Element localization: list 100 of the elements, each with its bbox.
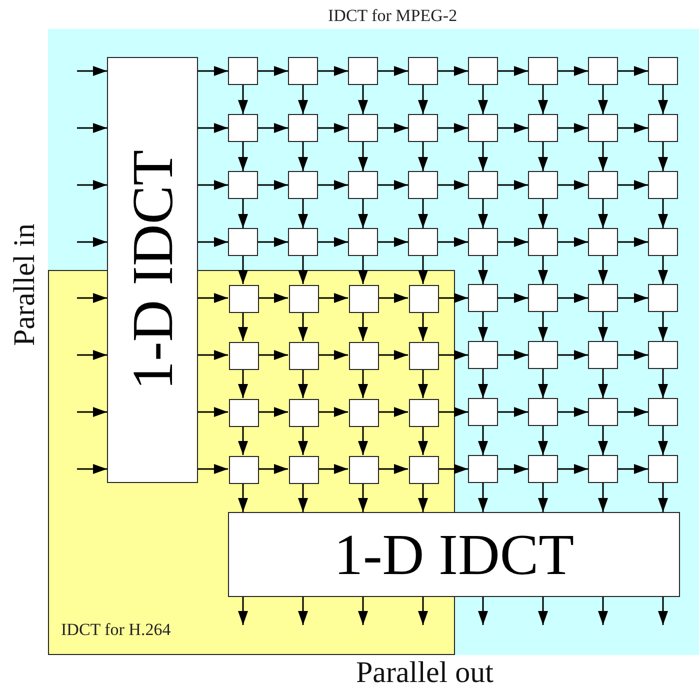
arrow — [378, 237, 408, 247]
processing-element-box — [289, 456, 319, 484]
arrow — [598, 483, 608, 512]
processing-element-box — [409, 285, 439, 313]
arrow — [298, 483, 308, 512]
arrow — [298, 85, 308, 114]
arrow — [378, 180, 408, 190]
arrow — [358, 142, 368, 171]
arrow — [558, 237, 588, 247]
arrow — [598, 142, 608, 171]
arrow — [238, 369, 248, 398]
arrow — [77, 293, 107, 303]
processing-element-box — [648, 341, 678, 369]
arrow — [478, 142, 488, 171]
processing-element-box — [468, 398, 498, 426]
arrow — [238, 597, 248, 625]
processing-element-box — [348, 228, 378, 256]
processing-element-box — [468, 228, 498, 256]
arrow — [418, 369, 428, 398]
axis-label: Parallel in — [10, 222, 40, 348]
arrow — [198, 464, 228, 474]
arrow — [77, 66, 107, 76]
processing-element-box — [348, 57, 378, 85]
arrow — [198, 180, 228, 190]
arrow — [538, 483, 548, 512]
arrow — [538, 199, 548, 228]
processing-element-box — [408, 57, 438, 85]
processing-element-box — [349, 456, 379, 484]
arrow — [298, 597, 308, 625]
arrow — [77, 464, 107, 474]
processing-element-box — [468, 455, 498, 483]
arrow — [438, 66, 468, 76]
arrow — [658, 142, 668, 171]
arrow — [478, 483, 488, 512]
arrow — [478, 85, 488, 114]
processing-element-box — [409, 399, 439, 427]
processing-element-box — [648, 171, 678, 199]
arrow — [238, 142, 248, 171]
arrow — [378, 407, 408, 417]
arrow — [658, 312, 668, 341]
arrow — [558, 123, 588, 133]
arrow — [598, 597, 608, 625]
arrow — [478, 369, 488, 398]
arrow — [318, 293, 348, 303]
block-label: 1-D IDCT — [124, 150, 182, 390]
arrow — [658, 199, 668, 228]
arrow — [77, 123, 107, 133]
arrow — [598, 312, 608, 341]
arrow — [198, 237, 228, 247]
processing-element-box — [288, 114, 318, 142]
arrow — [318, 407, 348, 417]
arrow — [538, 142, 548, 171]
arrow — [298, 256, 308, 284]
arrow — [358, 483, 368, 512]
arrow — [558, 66, 588, 76]
arrow — [318, 464, 348, 474]
arrow — [618, 180, 648, 190]
idct-block — [228, 512, 680, 597]
processing-element-box — [468, 57, 498, 85]
arrow — [438, 464, 468, 474]
arrow — [478, 312, 488, 341]
arrow — [618, 350, 648, 360]
block-label: 1-D IDCT — [334, 526, 574, 584]
arrow — [378, 123, 408, 133]
processing-element-box — [289, 399, 319, 427]
arrow — [618, 407, 648, 417]
region-title: IDCT for H.264 — [61, 621, 171, 638]
arrow — [418, 312, 428, 341]
processing-element-box — [409, 456, 439, 484]
processing-element-box — [228, 57, 258, 85]
arrow — [538, 85, 548, 114]
arrow — [258, 407, 288, 417]
arrow — [418, 256, 428, 284]
arrow — [418, 199, 428, 228]
arrow — [538, 312, 548, 341]
arrow — [658, 426, 668, 455]
processing-element-box — [648, 114, 678, 142]
arrow — [238, 199, 248, 228]
arrow — [498, 66, 528, 76]
processing-element-box — [588, 57, 618, 85]
arrow — [358, 256, 368, 284]
processing-element-box — [468, 114, 498, 142]
processing-element-box — [528, 171, 558, 199]
arrow — [198, 350, 228, 360]
processing-element-box — [588, 455, 618, 483]
arrow — [658, 85, 668, 114]
arrow — [538, 369, 548, 398]
arrow — [258, 123, 288, 133]
processing-element-box — [288, 171, 318, 199]
processing-element-box — [648, 398, 678, 426]
processing-element-box — [289, 342, 319, 370]
processing-element-box — [229, 456, 259, 484]
arrow — [358, 426, 368, 455]
processing-element-box — [348, 114, 378, 142]
arrow — [198, 407, 228, 417]
processing-element-box — [588, 341, 618, 369]
arrow — [558, 350, 588, 360]
processing-element-box — [528, 57, 558, 85]
arrow — [618, 66, 648, 76]
processing-element-box — [588, 171, 618, 199]
